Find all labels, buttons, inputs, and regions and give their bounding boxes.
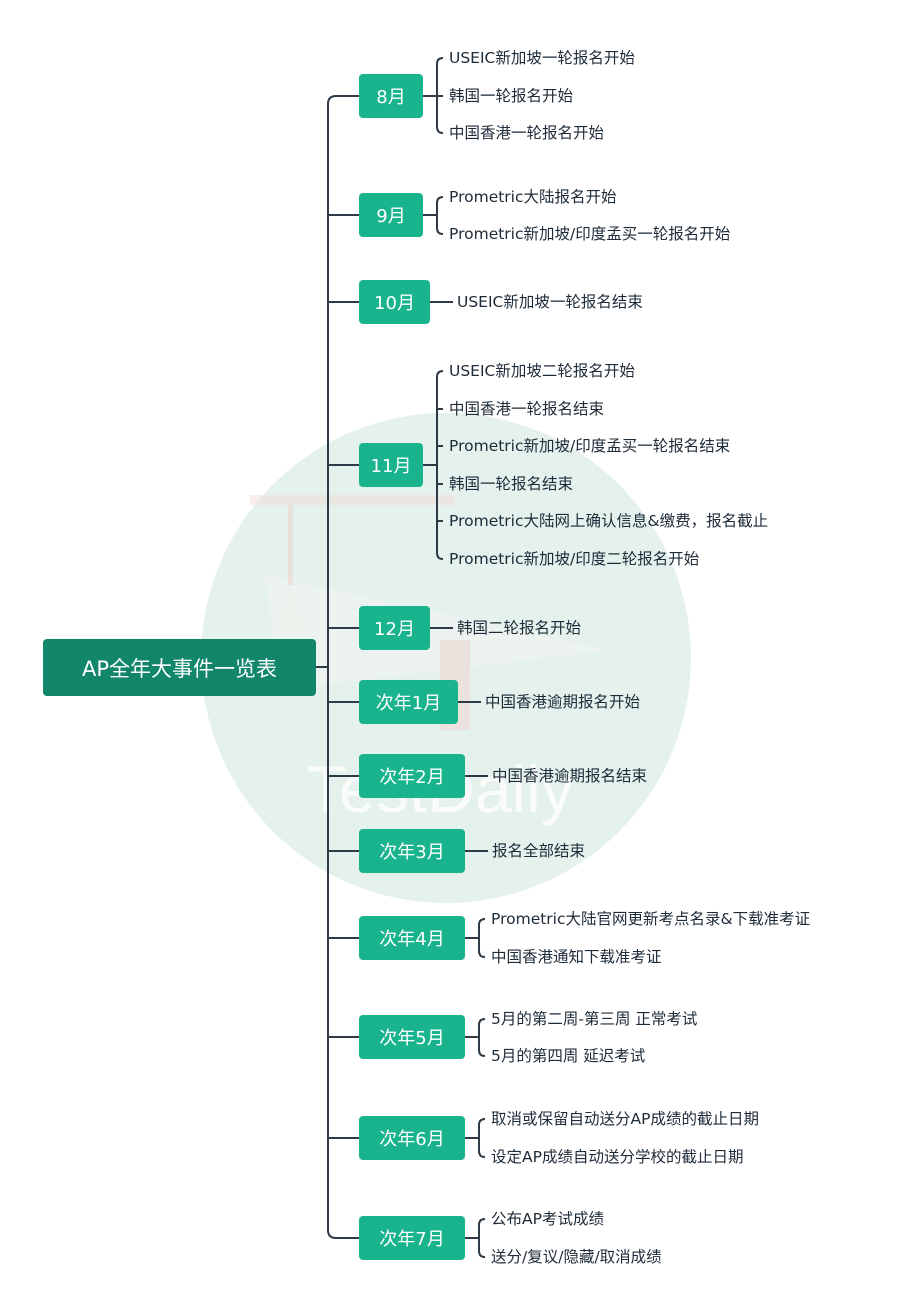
month-node: 次年7月	[359, 1216, 465, 1260]
event-item: Prometric新加坡/印度孟买一轮报名结束	[449, 437, 731, 455]
month-node: 次年4月	[359, 916, 465, 960]
event-item: 报名全部结束	[492, 842, 586, 860]
event-item: Prometric新加坡/印度孟买一轮报名开始	[449, 225, 731, 243]
event-item: USEIC新加坡一轮报名结束	[457, 293, 643, 311]
connector	[478, 1118, 486, 1158]
event-item: 公布AP考试成绩	[491, 1210, 604, 1228]
month-node: 11月	[359, 443, 423, 487]
event-item: USEIC新加坡一轮报名开始	[449, 49, 635, 67]
graduation-cap-icon	[250, 495, 610, 730]
connector	[478, 1018, 486, 1057]
month-node: 次年3月	[359, 829, 465, 873]
event-item: Prometric大陆官网更新考点名录&下载准考证	[491, 910, 811, 928]
month-node: 次年5月	[359, 1015, 465, 1059]
connector	[327, 1229, 359, 1239]
event-item: 送分/复议/隐藏/取消成绩	[491, 1248, 662, 1266]
month-node: 10月	[359, 280, 430, 324]
event-item: Prometric新加坡/印度二轮报名开始	[449, 550, 700, 568]
month-node: 9月	[359, 193, 423, 237]
event-item: 韩国一轮报名结束	[449, 475, 574, 493]
month-node: 次年2月	[359, 754, 465, 798]
event-item: 设定AP成绩自动送分学校的截止日期	[491, 1148, 744, 1166]
event-item: 中国香港一轮报名结束	[449, 400, 605, 418]
connector	[436, 370, 444, 560]
event-item: 中国香港逾期报名开始	[485, 693, 641, 711]
connector	[327, 95, 359, 105]
month-node: 12月	[359, 606, 430, 650]
event-item: 5月的第四周 延迟考试	[491, 1047, 646, 1065]
event-item: 中国香港通知下载准考证	[491, 948, 662, 966]
event-item: Prometric大陆网上确认信息&缴费，报名截止	[449, 512, 769, 530]
connector	[436, 196, 444, 235]
event-item: 中国香港一轮报名开始	[449, 124, 605, 142]
event-item: USEIC新加坡二轮报名开始	[449, 362, 635, 380]
event-item: 韩国二轮报名开始	[457, 619, 582, 637]
event-item: Prometric大陆报名开始	[449, 188, 617, 206]
month-node: 8月	[359, 74, 423, 118]
month-node: 次年1月	[359, 680, 458, 724]
watermark-circle	[201, 413, 691, 903]
root-node-title: AP全年大事件一览表	[43, 639, 316, 696]
event-item: 5月的第二周-第三周 正常考试	[491, 1010, 698, 1028]
event-item: 取消或保留自动送分AP成绩的截止日期	[491, 1110, 759, 1128]
month-node: 次年6月	[359, 1116, 465, 1160]
connector	[478, 918, 486, 958]
event-item: 韩国一轮报名开始	[449, 87, 574, 105]
connector	[478, 1218, 486, 1258]
event-item: 中国香港逾期报名结束	[492, 767, 648, 785]
